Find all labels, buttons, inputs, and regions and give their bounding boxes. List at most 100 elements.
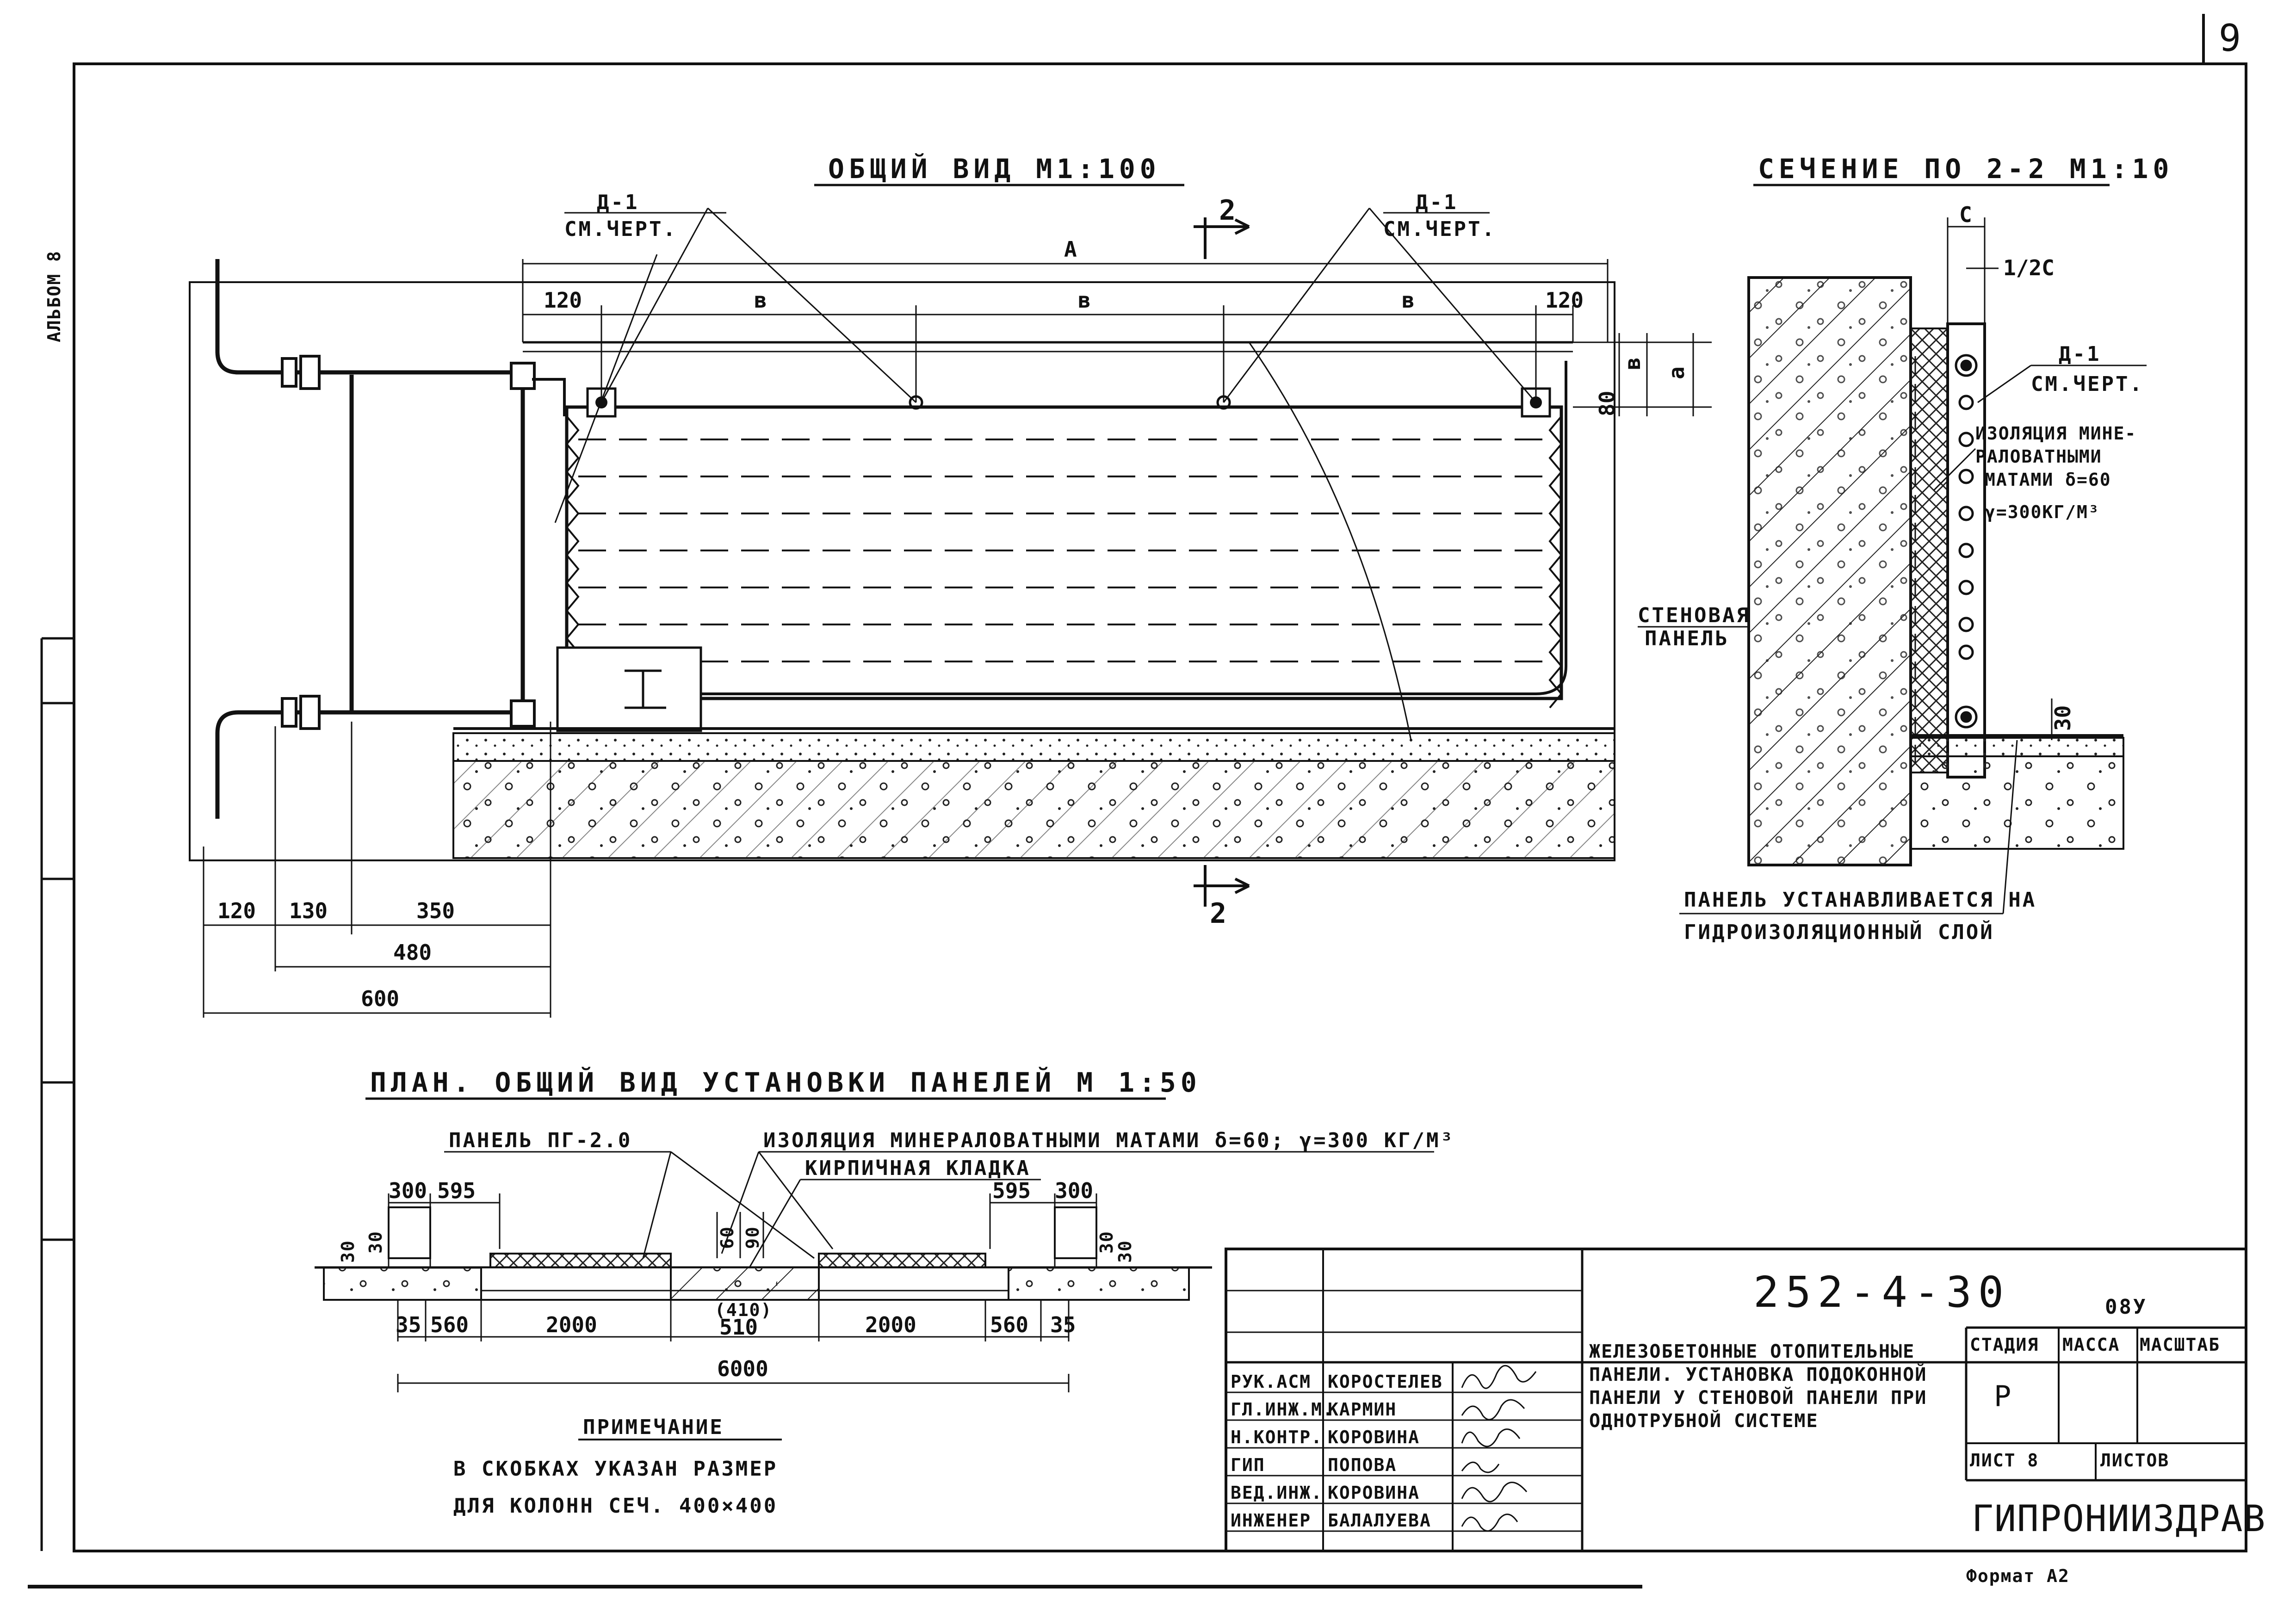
plan-panel-left — [489, 1253, 672, 1268]
staff-name-4: ПОПОВА — [1328, 1455, 1397, 1475]
wall-panel-label-1: СТЕНОВАЯ — [1638, 604, 1751, 627]
dim-pipe-480: 480 — [393, 940, 432, 965]
staff-role-4: ГИП — [1231, 1455, 1265, 1475]
sheet-label: ЛИСТ 8 — [1970, 1450, 2039, 1471]
section-title: СЕЧЕНИЕ ПО 2-2 М1:10 — [1758, 153, 2173, 185]
plan-panel-right — [818, 1253, 986, 1268]
plan-label-insulation: ИЗОЛЯЦИЯ МИНЕРАЛОВАТНЫМИ МАТАМИ δ=60; γ=… — [763, 1129, 1454, 1152]
staff-name-2: КАРМИН — [1328, 1399, 1397, 1420]
staff-name-6: БАЛАЛУЕВА — [1328, 1510, 1431, 1531]
plan-dim-510: 510 — [719, 1315, 758, 1340]
section-mark-bottom — [1194, 865, 1250, 907]
insulation-line-3: МАТАМИ δ=60 — [1985, 470, 2111, 490]
plan-dim-r30: 30 — [1096, 1230, 1117, 1254]
staff-role-1: РУК.АСМ — [1231, 1372, 1311, 1392]
staff-name-3: КОРОВИНА — [1328, 1427, 1420, 1447]
sheets-label: ЛИСТОВ — [2100, 1450, 2169, 1471]
dim-overall: А — [1064, 237, 1077, 262]
section-dim-c: С — [1959, 202, 1972, 227]
sheet-code: 08У — [2105, 1295, 2147, 1319]
insulation-line-1: ИЗОЛЯЦИЯ МИНЕ- — [1975, 423, 2136, 444]
plan-label-panel: ПАНЕЛЬ ПГ-2.0 — [449, 1129, 632, 1152]
plan-dim-560a: 560 — [430, 1312, 469, 1337]
left-margin-strip — [40, 637, 74, 1551]
plan-dim-35a: 35 — [396, 1312, 421, 1337]
plan-dim-total: 6000 — [717, 1356, 768, 1381]
dim-pipe-130: 130 — [289, 898, 328, 923]
description-line-2: ПАНЕЛИ. УСТАНОВКА ПОДОКОННОЙ — [1589, 1363, 1927, 1385]
organization: ГИПРОНИИЗДРАВ — [1972, 1498, 2266, 1540]
sheet-frame — [73, 62, 2247, 1552]
plan-label-masonry: КИРПИЧНАЯ КЛАДКА — [805, 1156, 1031, 1180]
section-mark-bottom-label: 2 — [1210, 897, 1226, 930]
section-dim-half-c: 1/2С — [2003, 255, 2055, 280]
plan-dim-r595: 595 — [992, 1178, 1031, 1203]
wall-panel-label-2: ПАНЕЛЬ — [1645, 627, 1729, 650]
insulation-layer — [1910, 328, 1949, 773]
note-block: ПРИМЕЧАНИЕ В СКОБКАХ УКАЗАН РАЗМЕР ДЛЯ К… — [453, 1415, 782, 1518]
floor-slab — [452, 727, 1615, 859]
insulation-line-4: γ=300КГ/М³ — [1985, 502, 2100, 522]
dim-edge-right: 120 — [1545, 288, 1584, 313]
plan-view: ПЛАН. ОБЩИЙ ВИД УСТАНОВКИ ПАНЕЛЕЙ М 1:50… — [315, 1066, 1454, 1392]
callout-right-note: СМ.ЧЕРТ. — [1383, 217, 1496, 241]
dim-vert-80: 80 — [1595, 391, 1620, 416]
plan-dim-l30: 30 — [338, 1240, 358, 1263]
plan-dim-2000b: 2000 — [865, 1312, 916, 1337]
col-stage: СТАДИЯ — [1970, 1335, 2039, 1355]
plan-dim-r300: 300 — [1055, 1178, 1093, 1203]
title-block — [1225, 1248, 2247, 1552]
plan-dim-560b: 560 — [990, 1312, 1028, 1337]
staff-name-1: КОРОСТЕЛЕВ — [1328, 1372, 1443, 1392]
description-line-4: ОДНОТРУБНОЙ СИСТЕМЕ — [1589, 1409, 1819, 1432]
section-mark-top-label: 2 — [1219, 194, 1236, 227]
insulation-line-2: РАЛОВАТНЫМИ — [1975, 446, 2102, 467]
staff-name-5: КОРОВИНА — [1328, 1483, 1420, 1503]
dim-pipe-120: 120 — [217, 898, 256, 923]
title-block-text: 252-4-30 08У ЖЕЛЕЗОБЕТОННЫЕ ОТОПИТЕЛЬНЫЕ… — [1231, 1267, 2266, 1540]
note-line-2: ДЛЯ КОЛОНН СЕЧ. 400×400 — [453, 1494, 778, 1518]
plan-dim-r30b: 30 — [1115, 1240, 1135, 1263]
staff-role-6: ИНЖЕНЕР — [1231, 1510, 1311, 1531]
album-label: АЛЬБОМ 8 — [44, 250, 64, 342]
section-note-1: ПАНЕЛЬ УСТАНАВЛИВАЕТСЯ НА — [1684, 888, 2036, 912]
signature-strokes — [1461, 1365, 1537, 1532]
plan-dim-2000a: 2000 — [546, 1312, 597, 1337]
staff-role-5: ВЕД.ИНЖ. — [1231, 1483, 1323, 1503]
dim-bay-3: в — [1402, 288, 1415, 313]
callout-right-ref: Д-1 — [1416, 191, 1458, 214]
dim-pipe-350: 350 — [416, 898, 455, 923]
note-heading: ПРИМЕЧАНИЕ — [583, 1415, 724, 1439]
room-outline — [189, 281, 1615, 861]
section-mark-top — [1194, 217, 1250, 259]
general-view: ОБЩИЙ ВИД М1:100 — [189, 153, 1712, 1018]
stage-value: Р — [1994, 1379, 2011, 1413]
col-scale: МАСШТАБ — [2140, 1335, 2220, 1355]
plan-dim-l595: 595 — [437, 1178, 476, 1203]
dim-pipe-600: 600 — [361, 986, 399, 1011]
format-label: Формат А2 — [1966, 1566, 2070, 1586]
section-heating-panel — [1946, 322, 1986, 779]
staff-role-3: Н.КОНТР. — [1231, 1427, 1323, 1447]
description-line-3: ПАНЕЛИ У СТЕНОВОЙ ПАНЕЛИ ПРИ — [1589, 1386, 1927, 1409]
callout-left-note: СМ.ЧЕРТ. — [564, 217, 677, 241]
section-note-2: ГИДРОИЗОЛЯЦИОННЫЙ СЛОЙ — [1684, 920, 1994, 944]
plan-dim-410: (410) — [715, 1300, 772, 1320]
dim-chain-top — [522, 259, 1609, 402]
dim-vert-a: а — [1664, 366, 1689, 379]
pipework-left — [215, 259, 566, 819]
dim-chain-pipes — [203, 722, 551, 1018]
note-line-1: В СКОБКАХ УКАЗАН РАЗМЕР — [453, 1457, 778, 1481]
plan-dim-c60: 60 — [717, 1226, 737, 1249]
plan-dim-35b: 35 — [1050, 1312, 1076, 1337]
section-dim-30: 30 — [2050, 705, 2075, 731]
staff-role-2: ГЛ.ИНЖ.М. — [1231, 1399, 1334, 1420]
plan-dim-l30b: 30 — [365, 1230, 386, 1254]
dim-edge-left: 120 — [544, 288, 582, 313]
section-callout-ref: Д-1 — [2059, 342, 2101, 366]
section-pipes — [1955, 354, 1978, 729]
callout-left-ref: Д-1 — [597, 191, 639, 214]
dim-bay-2: в — [1078, 288, 1091, 313]
doc-code: 252-4-30 — [1753, 1267, 2010, 1317]
